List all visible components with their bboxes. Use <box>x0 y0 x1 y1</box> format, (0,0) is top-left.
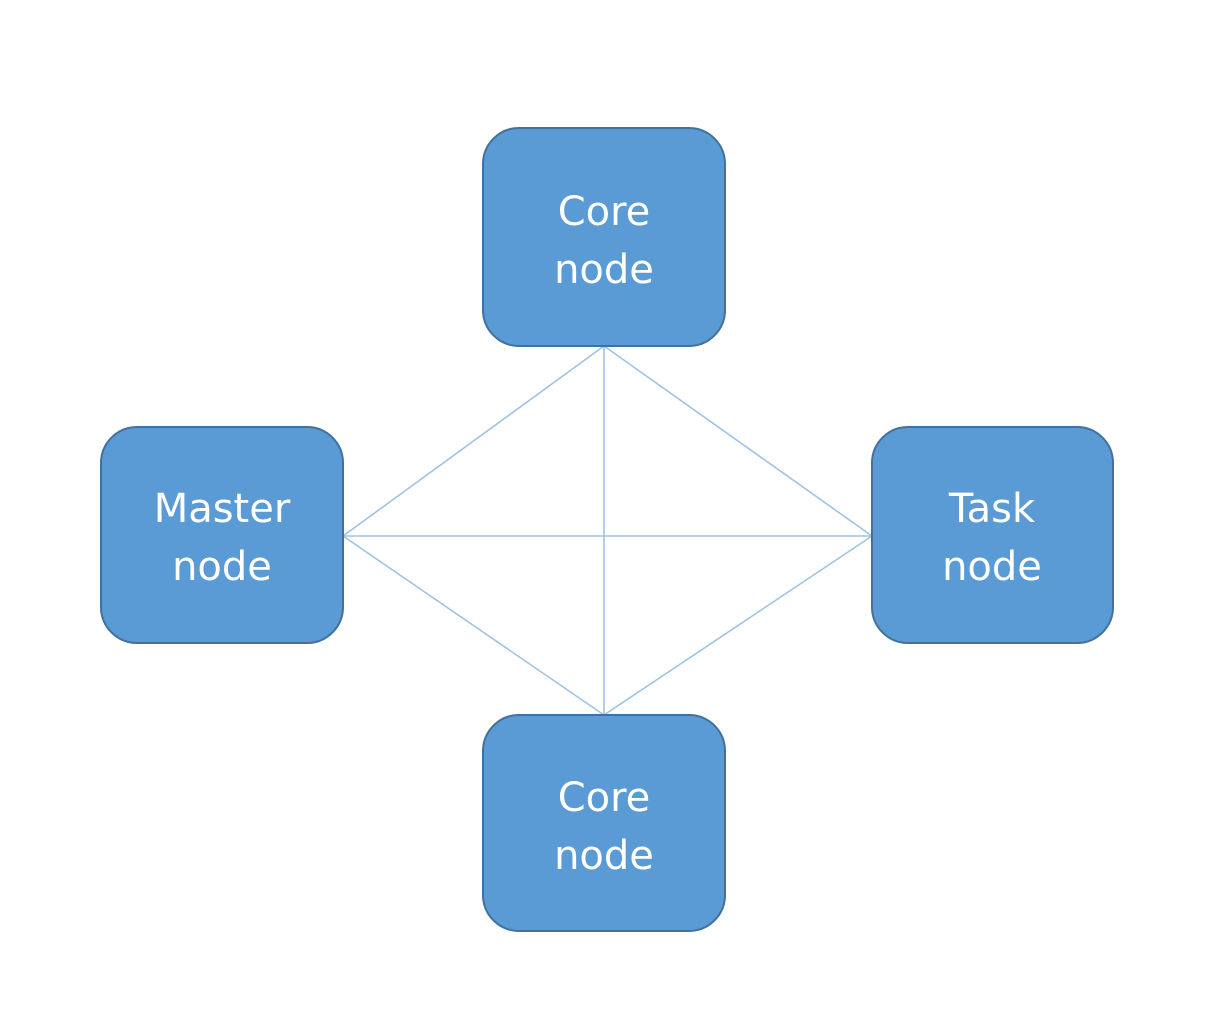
master-node-label-line2: node <box>172 544 272 590</box>
task-node-label-line1: Task <box>948 486 1036 532</box>
core-node-bottom-label-line1: Core <box>558 775 651 821</box>
connector-master-core-bottom <box>342 535 605 716</box>
core-node-top-label-line2: node <box>554 247 654 293</box>
connector-core-top-master <box>342 345 605 537</box>
task-node-box <box>871 426 1114 644</box>
master-node-box <box>100 426 344 644</box>
connector-core-top-task <box>603 345 873 537</box>
core-node-top: Core node <box>482 127 726 347</box>
task-node-label-line2: node <box>942 544 1042 590</box>
core-node-bottom-box <box>482 714 726 932</box>
core-node-bottom-label-line2: node <box>554 833 654 879</box>
task-node: Task node <box>871 426 1114 644</box>
master-node-label-line1: Master <box>154 486 291 532</box>
connector-lines <box>342 345 873 716</box>
master-node: Master node <box>100 426 344 644</box>
connector-task-core-bottom <box>603 535 873 716</box>
core-node-bottom: Core node <box>482 714 726 932</box>
core-node-top-label-line1: Core <box>558 189 651 235</box>
core-node-top-box <box>482 127 726 347</box>
